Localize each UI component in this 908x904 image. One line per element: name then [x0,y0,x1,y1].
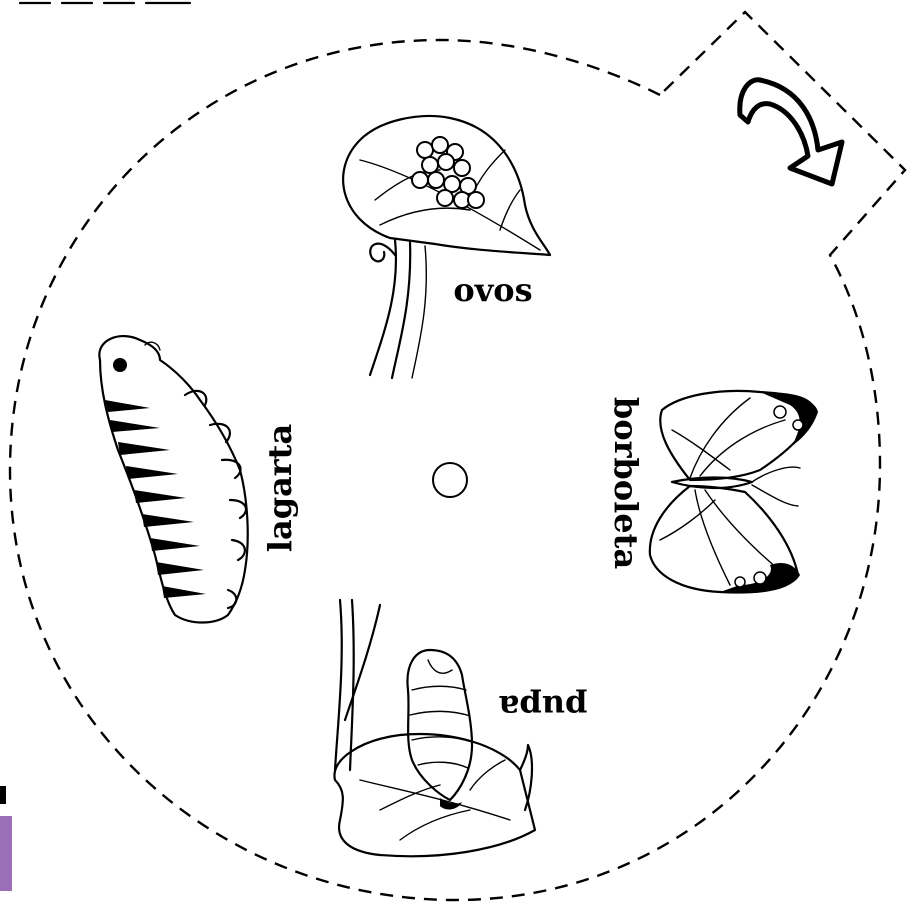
edge-color-swatch [0,816,12,891]
pivot-hole-icon [433,463,467,497]
edge-mark [0,786,6,804]
eggs-label: ovos [453,271,532,309]
pupa-illustration [334,600,535,856]
eggs-leaf-illustration [343,116,550,378]
curved-arrow-icon [740,80,842,184]
pupa-label: pupa [499,688,588,726]
caterpillar-illustration [99,336,247,622]
caterpillar-label: lagarta [261,424,299,552]
butterfly-label: borboleta [607,397,645,569]
butterfly-illustration [650,391,818,593]
